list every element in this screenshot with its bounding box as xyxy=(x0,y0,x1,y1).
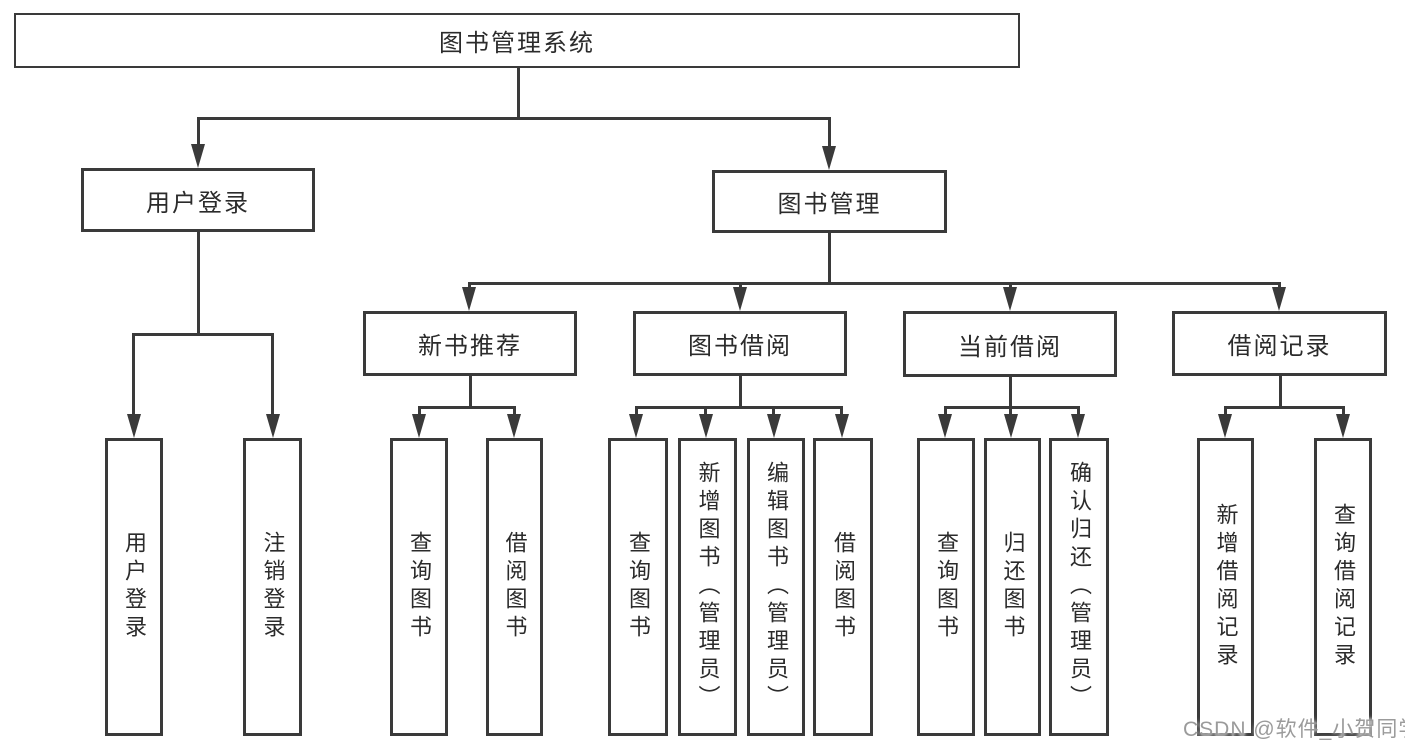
connector-line xyxy=(469,376,472,408)
node-leaf-borrow-books: 借阅图书 xyxy=(813,438,873,736)
arrow-down-icon xyxy=(699,414,713,438)
node-leaf-edit-books-admin: 编辑图书（管理员） xyxy=(747,438,805,736)
node-leaf-confirm-return-admin-label: 确认归还（管理员） xyxy=(1067,461,1092,713)
connector-line xyxy=(739,376,742,408)
arrow-down-icon xyxy=(462,287,476,311)
connector-line xyxy=(418,406,421,418)
node-leaf-query-borrow-record: 查询借阅记录 xyxy=(1314,438,1372,736)
node-user-login-label: 用户登录 xyxy=(146,189,250,217)
node-leaf-return-books: 归还图书 xyxy=(984,438,1041,736)
arrow-down-icon xyxy=(1218,414,1232,438)
connector-line xyxy=(513,406,516,418)
arrow-down-icon xyxy=(507,414,521,438)
node-book-borrowing-label: 图书借阅 xyxy=(688,333,792,360)
node-leaf-return-books-label: 归还图书 xyxy=(1000,531,1026,643)
arrow-down-icon xyxy=(1071,414,1085,438)
connector-line xyxy=(944,406,1080,409)
arrow-down-icon xyxy=(733,287,747,311)
node-leaf-logout-label: 注销登录 xyxy=(260,531,286,643)
node-leaf-add-borrow-record-label: 新增借阅记录 xyxy=(1213,503,1239,671)
connector-line xyxy=(197,117,200,147)
node-leaf-query-books-current-label: 查询图书 xyxy=(934,531,959,643)
connector-line xyxy=(197,117,831,120)
node-borrow-records-label: 借阅记录 xyxy=(1227,333,1332,360)
node-leaf-edit-books-admin-label: 编辑图书（管理员） xyxy=(764,461,789,713)
node-current-borrowing-label: 当前借阅 xyxy=(958,333,1062,361)
arrow-down-icon xyxy=(822,146,836,170)
node-leaf-query-books-recommend-label: 查询图书 xyxy=(407,531,432,643)
node-root-label: 图书管理系统 xyxy=(439,30,595,57)
node-borrow-records: 借阅记录 xyxy=(1172,311,1387,376)
connector-line xyxy=(1009,406,1012,418)
node-leaf-query-books-recommend: 查询图书 xyxy=(390,438,448,736)
connector-line xyxy=(468,282,1281,285)
node-leaf-confirm-return-admin: 确认归还（管理员） xyxy=(1049,438,1109,736)
arrow-down-icon xyxy=(412,414,426,438)
connector-line xyxy=(1342,406,1345,418)
node-leaf-user-login: 用户登录 xyxy=(105,438,163,736)
connector-line xyxy=(944,406,947,418)
node-leaf-query-books-borrowing-label: 查询图书 xyxy=(626,531,651,643)
node-leaf-query-books-current: 查询图书 xyxy=(917,438,975,736)
node-user-login: 用户登录 xyxy=(81,168,315,232)
connector-line xyxy=(271,333,274,417)
node-leaf-borrow-books-recommend-label: 借阅图书 xyxy=(502,531,528,643)
node-leaf-borrow-books-recommend: 借阅图书 xyxy=(486,438,543,736)
node-leaf-query-books-borrowing: 查询图书 xyxy=(608,438,668,736)
node-root: 图书管理系统 xyxy=(14,13,1020,68)
watermark-text: CSDN @软件_小贺同学 xyxy=(1183,718,1405,741)
connector-line xyxy=(1224,406,1227,418)
arrow-down-icon xyxy=(767,414,781,438)
arrow-down-icon xyxy=(1272,287,1286,311)
connector-line xyxy=(704,406,707,418)
arrow-down-icon xyxy=(629,414,643,438)
node-leaf-borrow-books-label: 借阅图书 xyxy=(831,531,856,643)
arrow-down-icon xyxy=(127,414,141,438)
arrow-down-icon xyxy=(938,414,952,438)
node-leaf-add-books-admin-label: 新增图书（管理员） xyxy=(695,461,721,713)
connector-line xyxy=(1279,376,1282,408)
connector-line xyxy=(840,406,843,418)
arrow-down-icon xyxy=(1336,414,1350,438)
node-new-book-recommend-label: 新书推荐 xyxy=(418,333,522,360)
connector-line xyxy=(828,117,831,149)
node-leaf-add-borrow-record: 新增借阅记录 xyxy=(1197,438,1254,736)
arrow-down-icon xyxy=(1003,287,1017,311)
connector-line xyxy=(1224,406,1345,409)
connector-line xyxy=(132,333,135,417)
arrow-down-icon xyxy=(835,414,849,438)
node-book-borrowing: 图书借阅 xyxy=(633,311,847,376)
connector-line xyxy=(1077,406,1080,418)
connector-line xyxy=(132,333,274,336)
arrow-down-icon xyxy=(191,144,205,168)
node-leaf-user-login-label: 用户登录 xyxy=(122,531,147,643)
node-leaf-add-books-admin: 新增图书（管理员） xyxy=(678,438,737,736)
connector-line xyxy=(517,68,520,118)
node-book-management-label: 图书管理 xyxy=(777,191,882,218)
connector-line xyxy=(197,232,200,335)
node-current-borrowing: 当前借阅 xyxy=(903,311,1117,377)
connector-line xyxy=(772,406,775,418)
connector-line xyxy=(828,233,831,285)
connector-line xyxy=(418,406,516,409)
node-leaf-logout: 注销登录 xyxy=(243,438,302,736)
arrow-down-icon xyxy=(266,414,280,438)
connector-line xyxy=(635,406,638,418)
node-book-management: 图书管理 xyxy=(712,170,947,233)
connector-line xyxy=(1009,377,1012,408)
node-new-book-recommend: 新书推荐 xyxy=(363,311,577,376)
connector-line xyxy=(635,406,843,409)
arrow-down-icon xyxy=(1004,414,1018,438)
node-leaf-query-borrow-record-label: 查询借阅记录 xyxy=(1331,503,1356,671)
